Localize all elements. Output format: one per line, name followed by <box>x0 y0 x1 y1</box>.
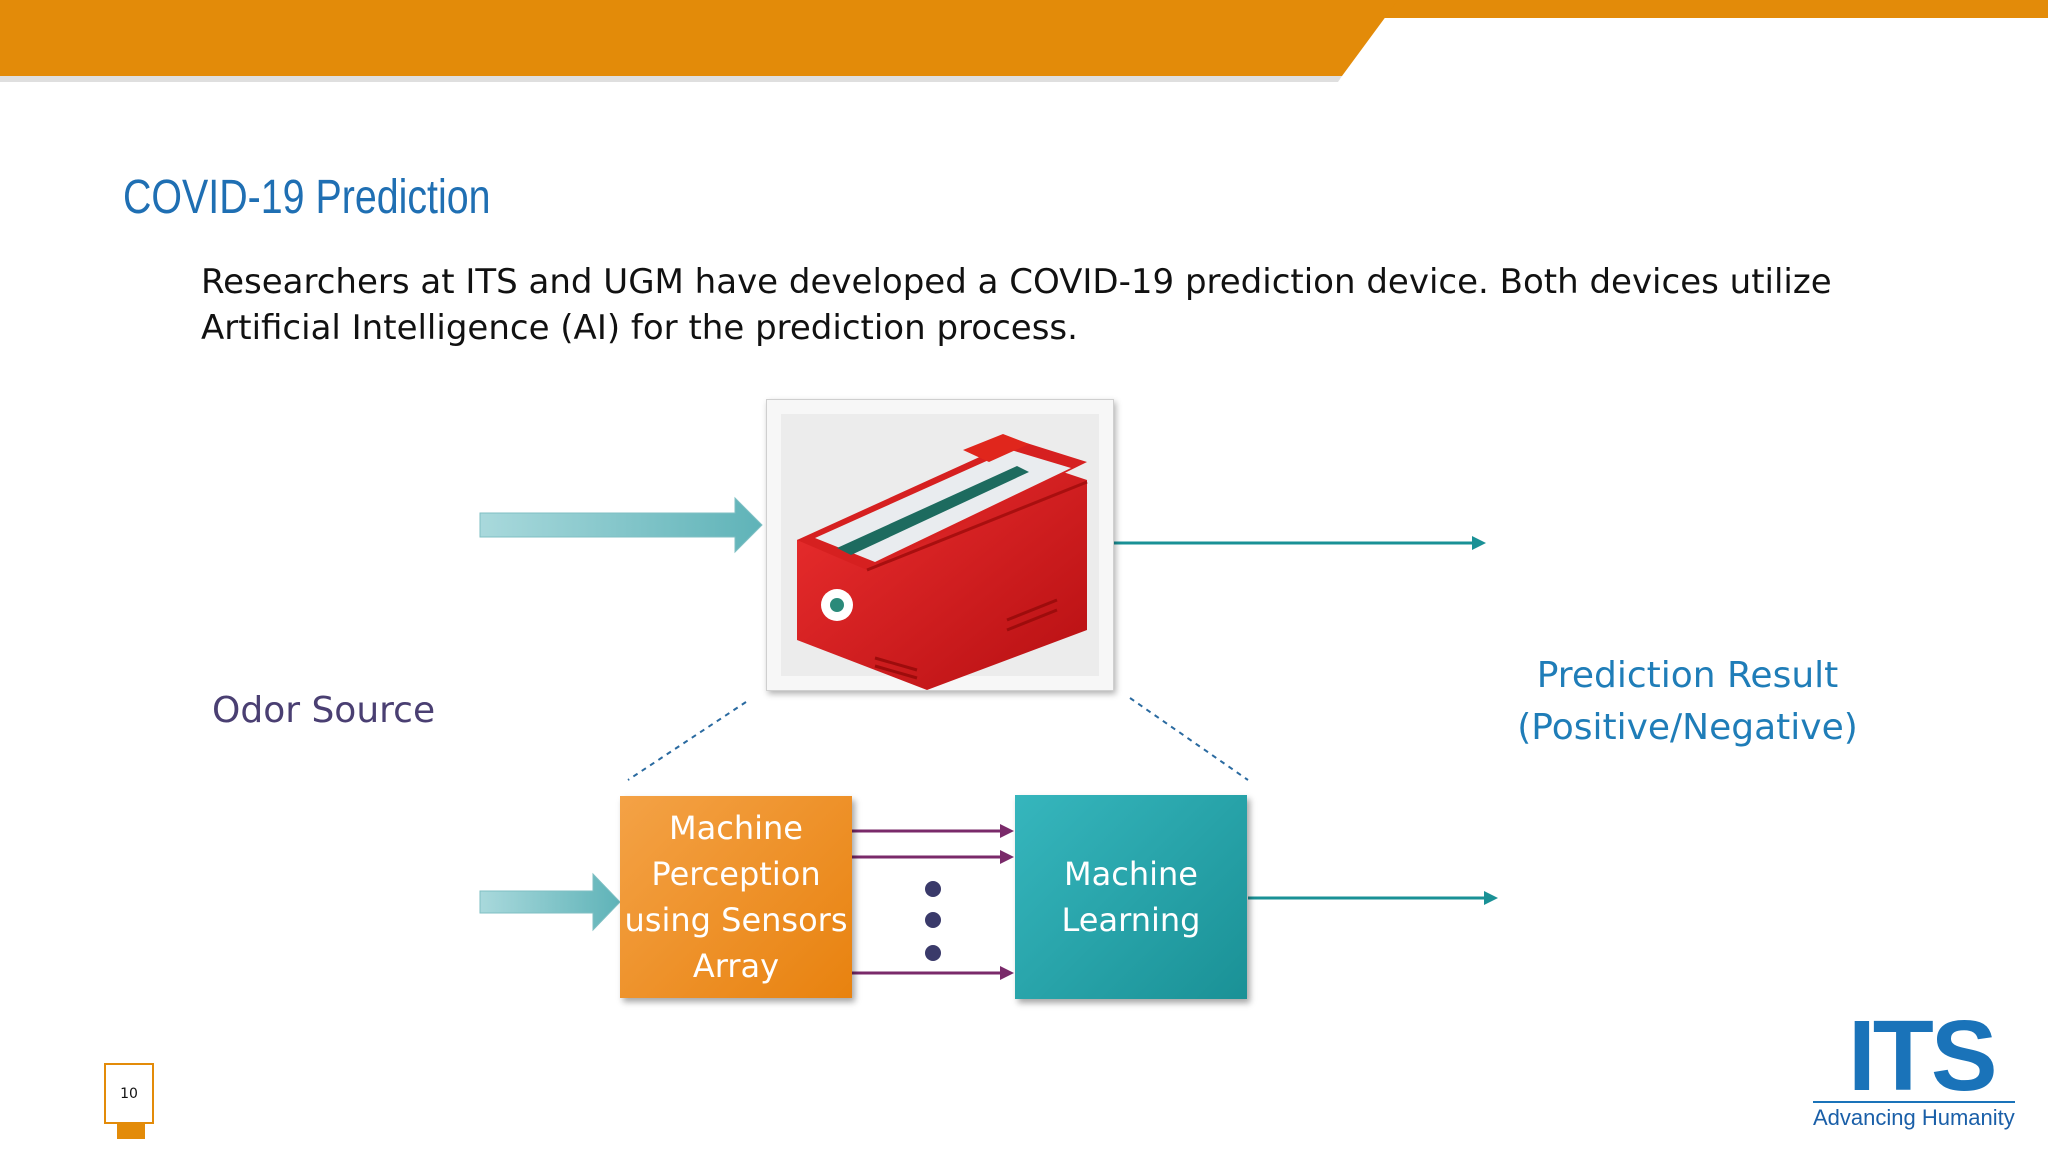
header-band <box>0 0 2048 82</box>
machine-learning-box: Machine Learning <box>1015 795 1247 999</box>
machine-learning-label: Machine Learning <box>1061 855 1201 939</box>
device-photo <box>766 399 1114 691</box>
sensor-arrows <box>852 824 1014 980</box>
device-illustration <box>781 414 1099 690</box>
ellipsis-dots <box>925 881 941 961</box>
its-logo: ITS <box>1848 1000 1998 1112</box>
dashed-connector-left <box>627 701 747 781</box>
page-number: 10 <box>104 1063 154 1124</box>
slide-title: COVID-19 Prediction <box>123 171 491 224</box>
prediction-result-line2: (Positive/Negative) <box>1517 707 1858 748</box>
slide-body-text: Researchers at ITS and UGM have develope… <box>201 262 1832 348</box>
machine-perception-box: Machine Perception using Sensors Array <box>620 796 852 998</box>
output-arrow-top <box>1114 536 1486 550</box>
odor-source-label: Odor Source <box>212 690 436 731</box>
prediction-result-label: Prediction Result (Positive/Negative) <box>1495 650 1880 754</box>
input-arrow-top <box>479 496 763 554</box>
dashed-connector-right <box>1129 697 1249 781</box>
input-arrow-bottom <box>479 872 621 932</box>
its-logo-tagline: Advancing Humanity <box>1813 1101 2015 1131</box>
prediction-result-line1: Prediction Result <box>1536 655 1839 696</box>
output-arrow-bottom <box>1248 891 1498 905</box>
machine-perception-label: Machine Perception using Sensors Array <box>624 809 848 985</box>
